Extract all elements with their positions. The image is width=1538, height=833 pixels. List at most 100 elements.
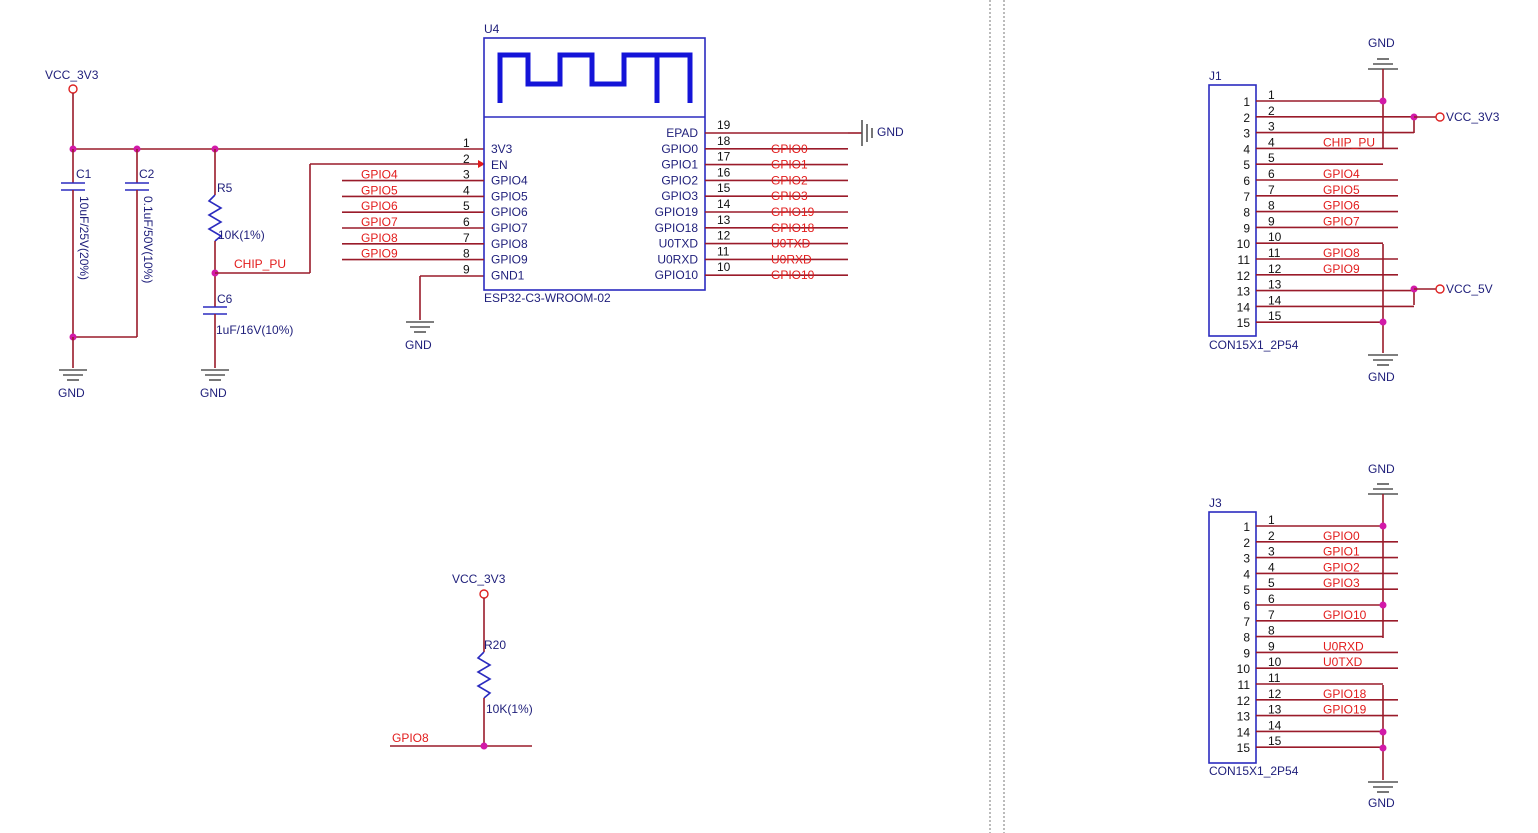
net-label: GPIO2 bbox=[1323, 560, 1360, 574]
svg-text:VCC_5V: VCC_5V bbox=[1446, 282, 1493, 296]
header-pin-number: 15 bbox=[1268, 734, 1282, 748]
svg-text:VCC_3V3: VCC_3V3 bbox=[452, 572, 506, 586]
u4-pin-number: 18 bbox=[717, 134, 731, 148]
u4-pin-number: 9 bbox=[463, 262, 470, 276]
header-pin-number: 3 bbox=[1268, 545, 1275, 559]
header-pin-number: 4 bbox=[1268, 135, 1275, 149]
net-label: GPIO7 bbox=[1323, 214, 1360, 228]
header-pin-number: 10 bbox=[1268, 230, 1282, 244]
header-pin-number: 8 bbox=[1243, 206, 1250, 220]
svg-text:C2: C2 bbox=[139, 167, 155, 181]
resistor-r5: R5 10K(1%) bbox=[207, 149, 265, 307]
header-pin-number: 15 bbox=[1237, 741, 1251, 755]
header-pin-number: 7 bbox=[1243, 615, 1250, 629]
u4-pin-number: 11 bbox=[717, 244, 730, 258]
vcc3v3-port-r20: VCC_3V3 bbox=[452, 572, 506, 599]
u4-pin-name: 3V3 bbox=[491, 142, 513, 156]
header-pin-number: 5 bbox=[1243, 583, 1250, 597]
u4-pin-name: GPIO19 bbox=[655, 205, 699, 219]
u4-pin-name: GPIO10 bbox=[655, 268, 699, 282]
u4-pin-number: 10 bbox=[717, 260, 731, 274]
power-label: VCC_3V3 bbox=[45, 68, 99, 82]
header-pin-number: 6 bbox=[1243, 174, 1250, 188]
header-pin-number: 14 bbox=[1237, 300, 1251, 314]
j3-power-wiring: GND GND bbox=[1368, 462, 1398, 810]
header-pin-number: 4 bbox=[1243, 142, 1250, 156]
net-label: GPIO8 bbox=[361, 231, 398, 245]
u4-pin-number: 3 bbox=[463, 168, 470, 182]
svg-text:CON15X1_2P54: CON15X1_2P54 bbox=[1209, 338, 1299, 352]
header-pin-number: 6 bbox=[1268, 592, 1275, 606]
svg-text:J3: J3 bbox=[1209, 496, 1222, 510]
net-label: GPIO10 bbox=[1323, 608, 1367, 622]
j1-power-wiring: GND VCC_3V3 VCC_5V GND bbox=[1368, 36, 1500, 384]
module-u4: U4 ESP32-C3-WROOM-02 bbox=[483, 22, 706, 305]
u4-pin-number: 15 bbox=[717, 181, 731, 195]
u4-pin-name: GPIO5 bbox=[491, 189, 528, 203]
u4-pin-name: GPIO3 bbox=[661, 189, 698, 203]
net-label: GPIO0 bbox=[771, 142, 808, 156]
u4-pin-number: 1 bbox=[463, 136, 470, 150]
net-label-gpio8: GPIO8 bbox=[392, 731, 429, 745]
ground-symbol: GND bbox=[200, 369, 229, 400]
header-pin-number: 7 bbox=[1243, 190, 1250, 204]
u4-pin-name: GPIO2 bbox=[661, 173, 698, 187]
ground-symbol-right: GND bbox=[861, 120, 904, 146]
svg-text:1uF/16V(10%): 1uF/16V(10%) bbox=[216, 323, 293, 337]
svg-text:R5: R5 bbox=[217, 181, 233, 195]
u4-pin-name: GPIO0 bbox=[661, 142, 698, 156]
svg-text:GND: GND bbox=[405, 338, 432, 352]
connector-j3: J3 CON15X1_2P54 bbox=[1208, 496, 1299, 778]
net-label: GPIO4 bbox=[1323, 167, 1360, 181]
header-pin-number: 5 bbox=[1268, 576, 1275, 590]
u4-pin-number: 19 bbox=[717, 118, 731, 132]
svg-text:10K(1%): 10K(1%) bbox=[486, 702, 533, 716]
u4-pin-name: GPIO6 bbox=[491, 205, 528, 219]
header-pin-number: 10 bbox=[1237, 662, 1251, 676]
header-pin-number: 1 bbox=[1243, 520, 1250, 534]
header-pin-number: 13 bbox=[1268, 278, 1282, 292]
net-label: GPIO9 bbox=[361, 247, 398, 261]
net-label: GPIO2 bbox=[771, 173, 808, 187]
u4-part: ESP32-C3-WROOM-02 bbox=[484, 291, 611, 305]
svg-text:GND: GND bbox=[58, 386, 85, 400]
u4-pin-number: 4 bbox=[463, 183, 470, 197]
header-pin-number: 1 bbox=[1268, 513, 1275, 527]
svg-text:GND: GND bbox=[200, 386, 227, 400]
u4-pin-number: 6 bbox=[463, 215, 470, 229]
capacitor-c2: C2 0.1uF/50V(10%) bbox=[125, 149, 155, 337]
header-pin-number: 13 bbox=[1237, 710, 1251, 724]
u4-pin-number: 2 bbox=[463, 152, 470, 166]
header-pin-number: 13 bbox=[1237, 285, 1251, 299]
u4-pin-name: GND1 bbox=[491, 268, 525, 282]
header-pin-number: 9 bbox=[1243, 646, 1250, 660]
header-pin-number: 9 bbox=[1268, 639, 1275, 653]
net-label: GPIO18 bbox=[771, 221, 815, 235]
header-pin-number: 11 bbox=[1238, 253, 1251, 267]
header-pin-number: 14 bbox=[1268, 718, 1282, 732]
header-pin-number: 2 bbox=[1268, 104, 1275, 118]
net-label: U0RXD bbox=[771, 252, 812, 266]
net-label: GPIO8 bbox=[1323, 246, 1360, 260]
u4-pin-number: 5 bbox=[463, 199, 470, 213]
u4-pin-name: GPIO9 bbox=[491, 253, 528, 267]
net-label: GPIO19 bbox=[771, 205, 815, 219]
header-pin-number: 12 bbox=[1268, 687, 1282, 701]
header-pin-number: 2 bbox=[1243, 111, 1250, 125]
net-label: GPIO19 bbox=[1323, 703, 1367, 717]
svg-text:CON15X1_2P54: CON15X1_2P54 bbox=[1209, 764, 1299, 778]
svg-text:GND: GND bbox=[1368, 796, 1395, 810]
net-label: CHIP_PU bbox=[1323, 135, 1375, 149]
ground-symbol: GND bbox=[405, 321, 434, 352]
net-label: GPIO18 bbox=[1323, 687, 1367, 701]
svg-text:GND: GND bbox=[1368, 462, 1395, 476]
header-pin-number: 14 bbox=[1268, 293, 1282, 307]
svg-text:C6: C6 bbox=[217, 292, 233, 306]
header-pin-number: 10 bbox=[1237, 237, 1251, 251]
capacitor-c6: C6 1uF/16V(10%) bbox=[203, 292, 293, 368]
u4-pin-name: GPIO4 bbox=[491, 174, 528, 188]
header-pin-number: 7 bbox=[1268, 608, 1275, 622]
